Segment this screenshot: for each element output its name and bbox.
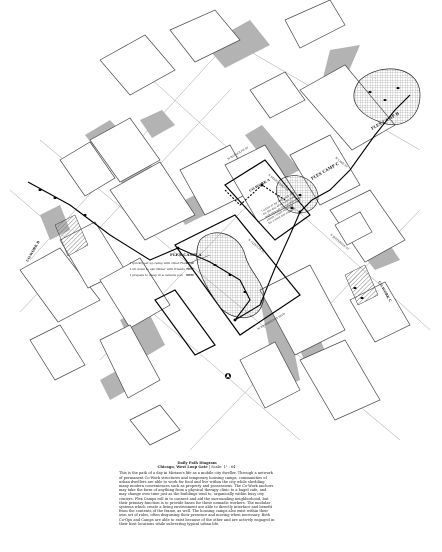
schedule-text: I quickly set up camp with other Flex <box>130 261 187 265</box>
schedule-time: 9PM <box>186 273 194 277</box>
street-label: N CLINTON ST <box>247 238 266 254</box>
schedule-notes: I quickly set up camp with other Flex 6P… <box>130 254 211 277</box>
diagram-subtitle: Chicago, West Loop Gate | Scale: 1" : 64… <box>157 465 237 470</box>
schedule-text: I sit down to eat dinner with friends <box>130 267 185 271</box>
diagram-description: This is the path of a day in Miriam's li… <box>119 471 275 526</box>
schedule-text: I prepare to sleep in a camera pod <box>130 273 183 277</box>
north-arrow-icon <box>225 373 231 379</box>
label-cowork-b: CO-WORK B <box>25 240 40 263</box>
schedule-time: 6PM <box>186 261 194 265</box>
path-nodes <box>176 183 302 322</box>
diagram-title: Daily Path Diagram <box>177 461 217 465</box>
buildings <box>19 0 411 446</box>
label-flex-camp-a: FLEX CAMP A <box>170 252 202 257</box>
caption-block: Daily Path Diagram Chicago, West Loop Ga… <box>119 461 275 526</box>
footstep-icon <box>38 87 400 299</box>
occupation-areas <box>54 68 421 319</box>
schedule-time: 7PM <box>186 267 194 271</box>
